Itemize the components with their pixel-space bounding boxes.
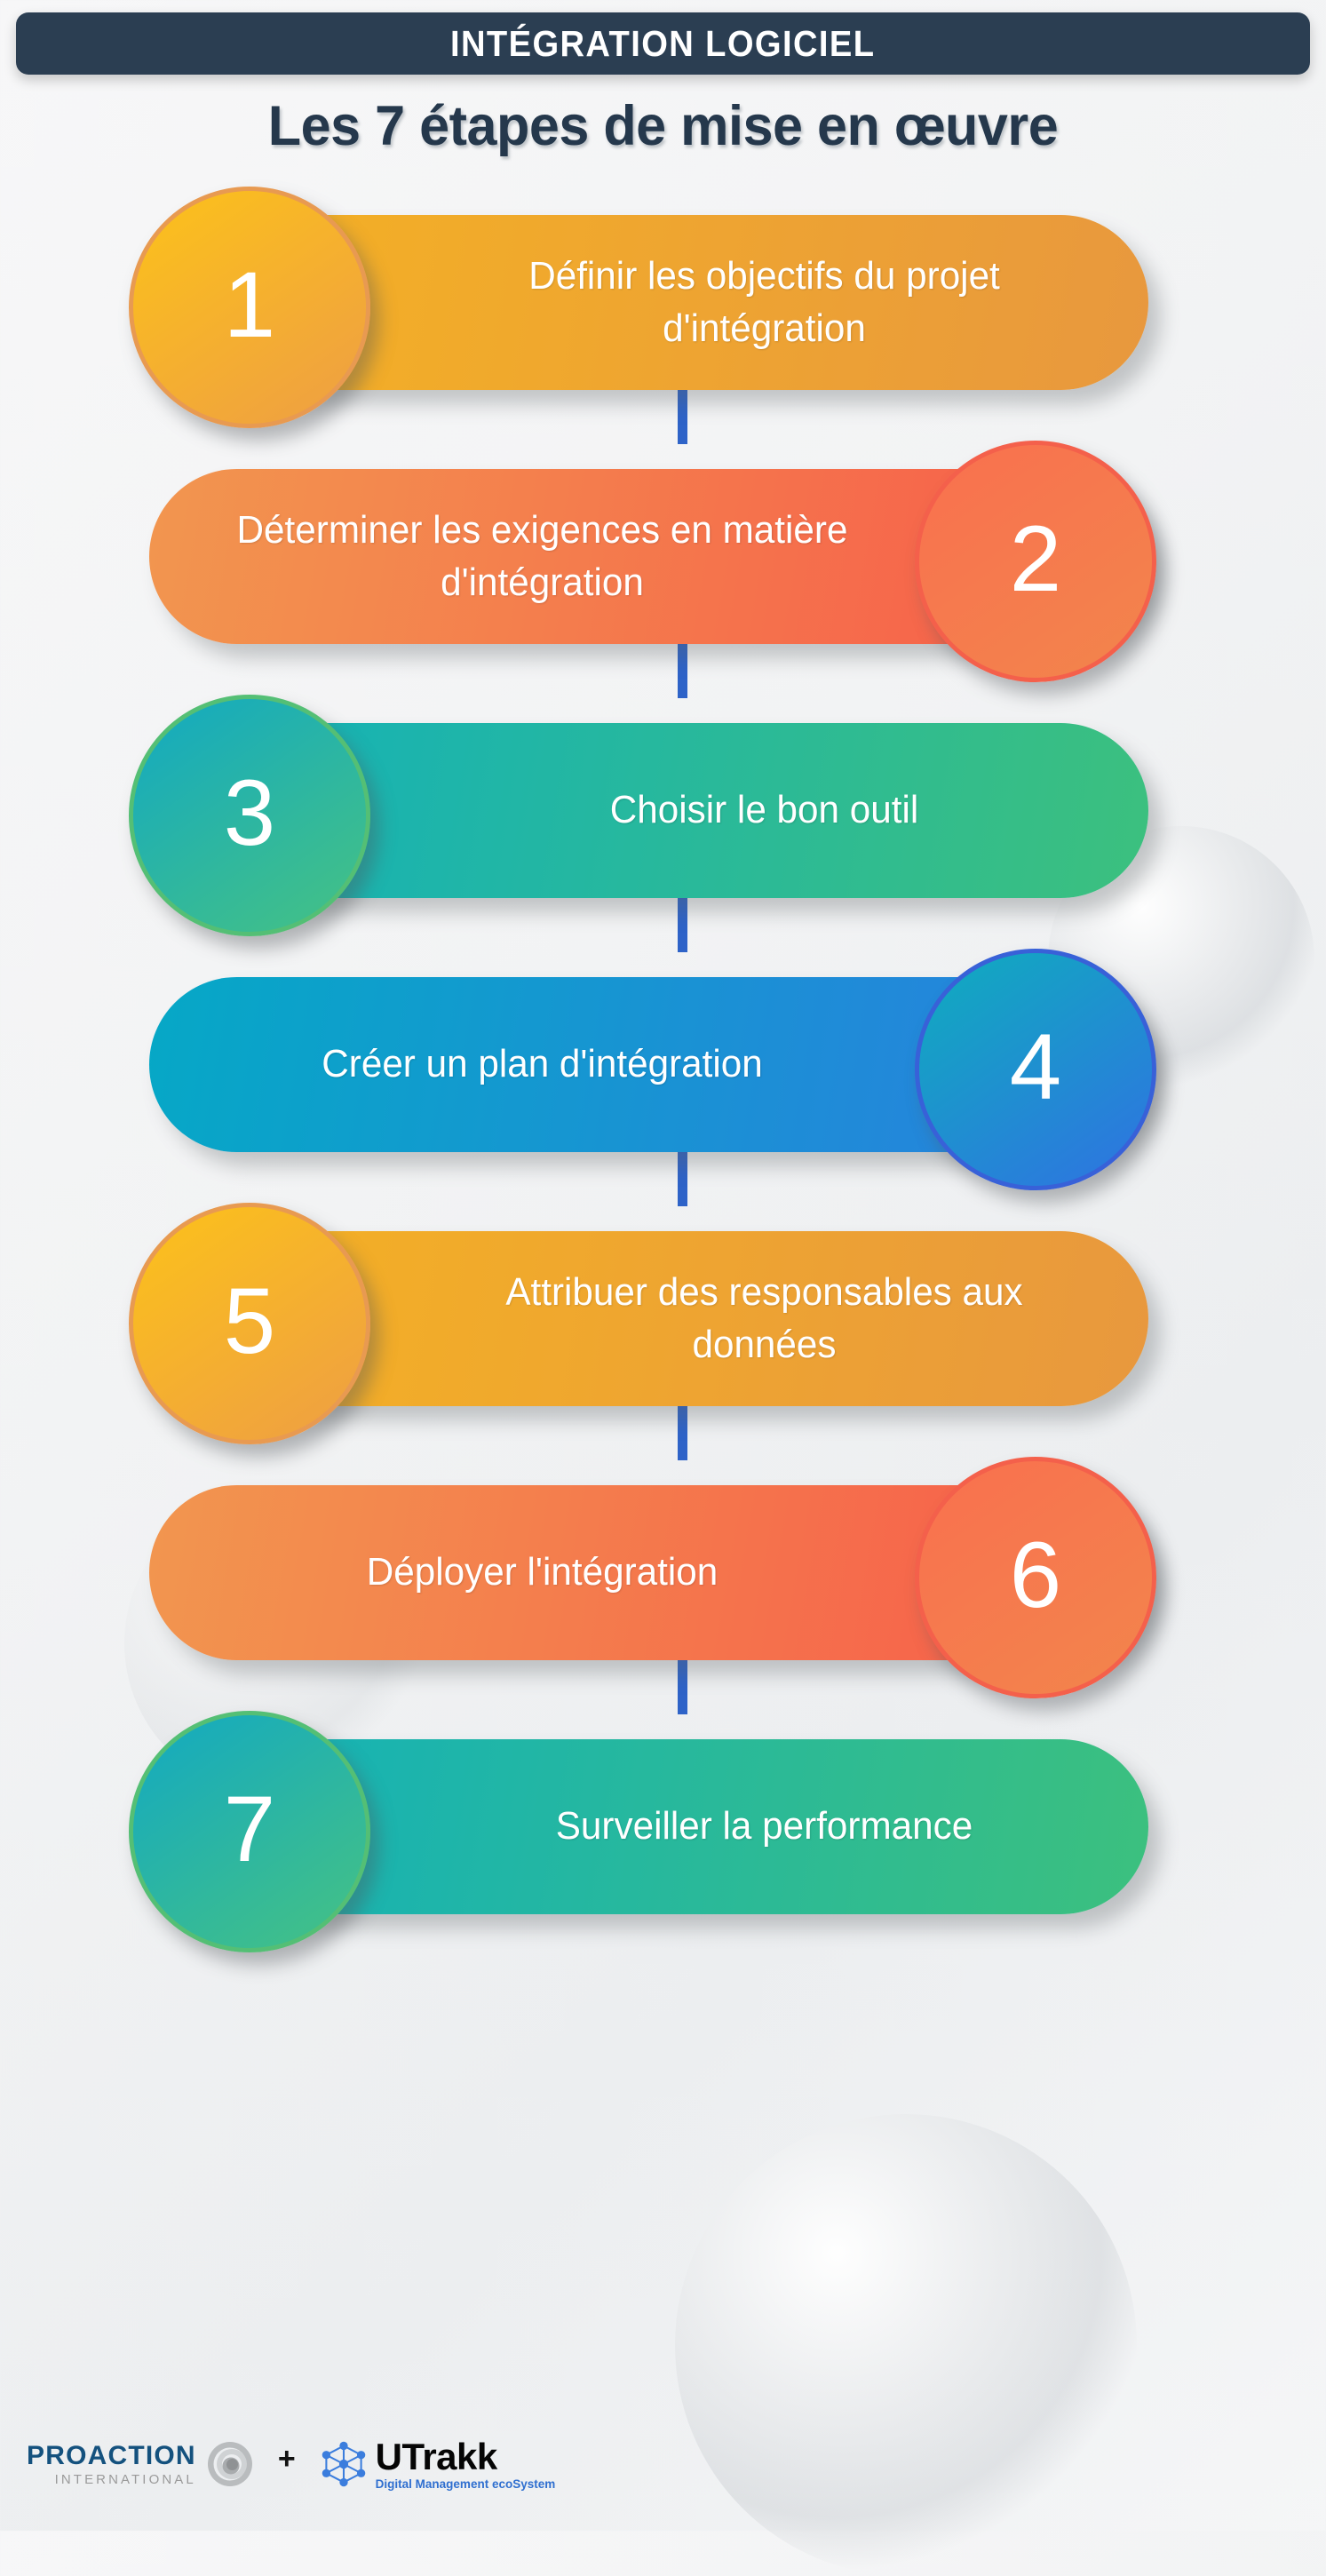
step-number: 6 [1009,1523,1062,1627]
step-number: 3 [223,760,276,865]
utrakk-tagline: Digital Management ecoSystem [375,2477,556,2491]
step-number-bubble[interactable]: 2 [915,441,1156,682]
step-number-bubble[interactable]: 6 [915,1457,1156,1698]
step-row: Déterminer les exigences en matière d'in… [0,441,1326,698]
step-number: 4 [1009,1014,1062,1119]
step-label: Définir les objectifs du projet d'intégr… [528,253,1000,350]
steps-list: Définir les objectifs du projet d'intégr… [0,187,1326,1952]
step-number-bubble[interactable]: 5 [129,1203,370,1444]
utrakk-name: UTrakk [375,2435,498,2477]
proaction-logo: PROACTION INTERNATIONAL [27,2439,255,2489]
step-row: Définir les objectifs du projet d'intégr… [0,187,1326,444]
step-label: Surveiller la performance [555,1804,973,1849]
step-row: Créer un plan d'intégration 4 [0,949,1326,1206]
banner-title-bar: INTÉGRATION LOGICIEL [16,12,1310,75]
step-row: Surveiller la performance 7 [0,1711,1326,1952]
proaction-wordmark: PROACTION INTERNATIONAL [27,2440,196,2487]
step-number-bubble[interactable]: 3 [129,695,370,936]
step-number: 1 [223,252,276,357]
step-label: Attribuer des responsables aux données [505,1269,1023,1366]
step-number-bubble[interactable]: 4 [915,949,1156,1190]
step-label: Déterminer les exigences en matière d'in… [236,507,848,604]
step-label: Choisir le bon outil [609,788,919,832]
step-label: Déployer l'intégration [366,1550,719,1594]
utrakk-network-icon [319,2439,369,2489]
page-subtitle: Les 7 étapes de mise en œuvre [267,95,1059,157]
utrakk-wordmark: UTrakk Digital Management ecoSystem [375,2435,556,2491]
banner-title-text: INTÉGRATION LOGICIEL [450,22,876,64]
step-row: Attribuer des responsables aux données 5 [0,1203,1326,1460]
header: INTÉGRATION LOGICIEL Les 7 étapes de mis… [0,0,1326,158]
step-row: Choisir le bon outil 3 [0,695,1326,952]
plus-separator: + [277,2441,296,2476]
step-number-bubble[interactable]: 1 [129,187,370,428]
step-number: 2 [1009,506,1062,611]
step-row: Déployer l'intégration 6 [0,1457,1326,1714]
proaction-spiral-icon [205,2439,255,2489]
step-number-bubble[interactable]: 7 [129,1711,370,1952]
utrakk-logo: UTrakk Digital Management ecoSystem [319,2435,556,2491]
step-label: Créer un plan d'intégration [322,1042,763,1086]
step-number: 7 [223,1777,276,1881]
proaction-subtitle: INTERNATIONAL [54,2471,196,2487]
proaction-name: PROACTION [27,2440,196,2470]
step-number: 5 [223,1268,276,1373]
footer: PROACTION INTERNATIONAL + [0,2397,1326,2531]
